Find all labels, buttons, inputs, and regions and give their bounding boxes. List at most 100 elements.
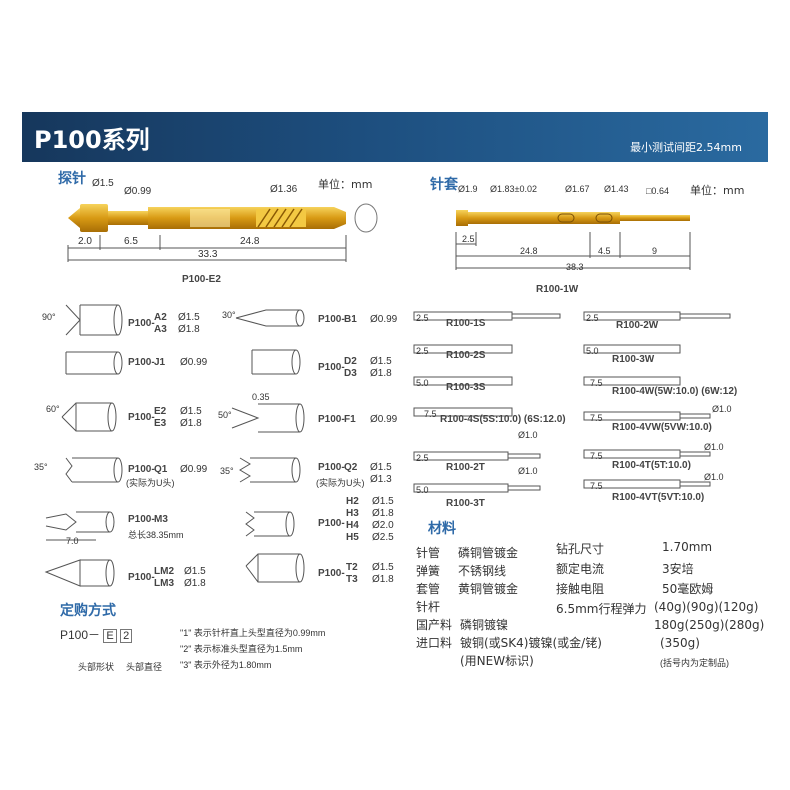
tip-A2: A2 — [154, 312, 167, 323]
mat-mid-0: 钻孔尺寸 — [556, 542, 605, 556]
order-section-heading: 定购方式 — [60, 603, 116, 619]
rec-len-3: 4.5 — [598, 246, 611, 256]
tip-LM-prefix: P100- — [128, 572, 155, 583]
rec-4VT-dia: Ø1.0 — [704, 472, 724, 482]
tip-F1-dia: Ø0.99 — [370, 414, 398, 425]
mat-val-5: 铍铜(或SK4)镀镍(或金/铑) — [460, 636, 602, 650]
mat-right-4: 180g(250g)(280g) — [654, 618, 765, 632]
rec-dia-2: Ø1.83±0.02 — [490, 184, 537, 194]
order-label-shape: 头部形状 — [78, 662, 115, 672]
tip-M3-note: 总长38.35mm — [128, 530, 184, 540]
tip-H5: H5 — [346, 532, 359, 543]
tip-A3-dia: Ø1.8 — [178, 324, 200, 335]
order-label-dia: 头部直径 — [126, 662, 163, 672]
probe-model: P100-E2 — [182, 274, 221, 285]
tip-E3-dia: Ø1.8 — [180, 418, 202, 429]
rec-2T: R100-2T — [446, 462, 485, 473]
mat-key-5: 进口料 — [416, 636, 453, 650]
mat-val-0: 磷铜管镀金 — [458, 546, 519, 560]
tip-Q1-dia: Ø0.99 — [180, 464, 208, 475]
rec-dia-5: □0.64 — [646, 186, 669, 196]
tip-T-prefix: P100- — [318, 568, 345, 579]
tip-H4-dia: Ø2.0 — [372, 520, 394, 531]
mat-key-4: 国产料 — [416, 618, 453, 632]
probe-section-heading: 探针 — [58, 171, 86, 187]
tip-F1: F1 — [344, 414, 356, 425]
mat-val-1: 不锈钢线 — [458, 564, 507, 578]
tip-H2: H2 — [346, 496, 359, 507]
tip-J-prefix: P100- — [128, 357, 155, 368]
tip-D3: D3 — [344, 368, 357, 379]
tip-E3: E3 — [154, 418, 167, 429]
mat-mid-2: 接触电阻 — [556, 582, 605, 596]
tip-D3-dia: Ø1.8 — [370, 368, 392, 379]
mat-key-2: 套管 — [416, 582, 441, 596]
tip-M-prefix: P100- — [128, 514, 155, 525]
mat-key-1: 弹簧 — [416, 564, 441, 578]
rec-4T-dia: Ø1.0 — [704, 442, 724, 452]
tip-Q2-dia-2: Ø1.3 — [370, 474, 392, 485]
tip-T3: T3 — [346, 574, 358, 585]
order-code: P100－ E 2 — [60, 626, 133, 643]
rec-3S: R100-3S — [446, 382, 486, 393]
tip-F1-width: 0.35 — [252, 392, 270, 402]
receptacle-section-heading: 针套 — [430, 177, 458, 193]
tip-A3: A3 — [154, 324, 167, 335]
rec-len-4: 9 — [652, 246, 658, 256]
min-pitch-note: 最小测试间距2.54mm — [630, 141, 742, 154]
rec-4S-dim: 7.5 — [424, 409, 437, 419]
mat-right-1: 3安培 — [662, 562, 694, 576]
tip-Q2: Q2 — [344, 462, 358, 473]
tip-J1: J1 — [154, 357, 166, 368]
tip-T2: T2 — [346, 562, 358, 573]
mat-mid-1: 额定电流 — [556, 562, 605, 576]
tip-A-angle: 90° — [42, 312, 56, 322]
rec-3W-dim: 5.0 — [586, 346, 599, 356]
rec-len-2: 24.8 — [520, 246, 538, 256]
tip-M3-dim: 7.0 — [66, 536, 79, 546]
receptacle-unit: 单位：mm — [690, 184, 745, 197]
tip-F1-angle: 50° — [218, 410, 232, 420]
rec-4VT-dim: 7.5 — [590, 481, 603, 491]
tip-LM2-dia: Ø1.5 — [184, 566, 206, 577]
order-line-2: "2" 表示标准头型直径为1.5mm — [180, 644, 303, 654]
tip-E-prefix: P100- — [128, 412, 155, 423]
order-line-3: "3" 表示外径为1.80mm — [180, 660, 272, 670]
mat-mid-3: 6.5mm行程弹力 — [556, 602, 647, 616]
rec-2S-dim: 2.5 — [416, 346, 429, 356]
tip-H-prefix: P100- — [318, 518, 345, 529]
probe-dia-2: Ø0.99 — [124, 186, 152, 197]
page-title: P100系列 — [34, 126, 150, 154]
rec-2W: R100-2W — [616, 320, 659, 331]
probe-len-1: 2.0 — [78, 236, 92, 247]
mat-right-6: (括号内为定制品) — [660, 658, 729, 668]
tip-E2: E2 — [154, 406, 167, 417]
probe-len-3: 24.8 — [240, 236, 260, 247]
rec-1S-dim: 2.5 — [416, 313, 429, 323]
tip-D2-dia: Ø1.5 — [370, 356, 392, 367]
tip-LM3-dia: Ø1.8 — [184, 578, 206, 589]
rec-3T-dim: 5.0 — [416, 485, 429, 495]
tip-Q1-note: (实际为U头) — [126, 478, 175, 488]
rec-3T: R100-3T — [446, 498, 485, 509]
rec-dia-3: Ø1.67 — [565, 184, 590, 194]
mat-val-6: (用NEW标识) — [460, 654, 534, 668]
tip-Q2-dia-1: Ø1.5 — [370, 462, 392, 473]
tip-B1: B1 — [344, 314, 357, 325]
tip-LM3: LM3 — [154, 578, 174, 589]
tip-H4: H4 — [346, 520, 359, 531]
tip-Q2-note: (实际为U头) — [316, 478, 365, 488]
tip-B-prefix: P100- — [318, 314, 345, 325]
rec-4W-dim: 7.5 — [590, 378, 603, 388]
mat-right-2: 50毫欧姆 — [662, 582, 714, 596]
materials-heading: 材料 — [428, 521, 456, 537]
tip-M3: M3 — [154, 514, 168, 525]
tip-Q1: Q1 — [154, 464, 168, 475]
probe-len-2: 6.5 — [124, 236, 138, 247]
tip-H5-dia: Ø2.5 — [372, 532, 394, 543]
rec-3W: R100-3W — [612, 354, 655, 365]
rec-3S-dim: 5.0 — [416, 378, 429, 388]
rec-4T: R100-4T(5T:10.0) — [612, 460, 691, 471]
tip-J1-dia: Ø0.99 — [180, 357, 208, 368]
mat-key-0: 针管 — [416, 546, 441, 560]
